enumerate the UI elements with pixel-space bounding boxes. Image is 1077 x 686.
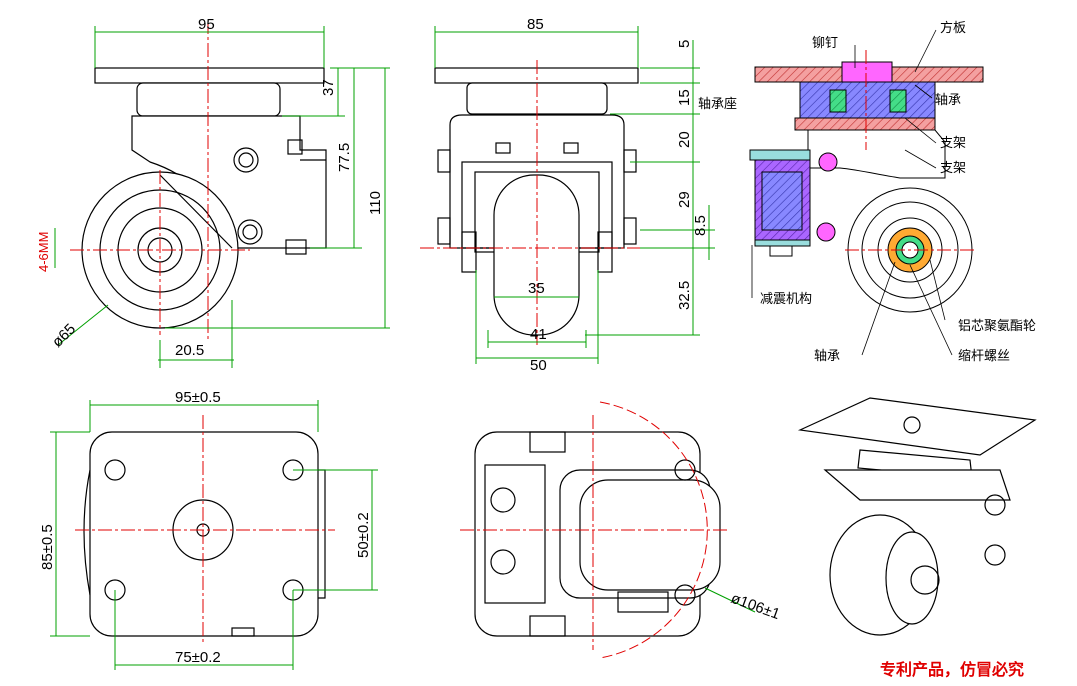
top-hole-spacing-x-dim: 75±0.2 bbox=[175, 649, 221, 666]
label-bearing-bottom: 轴承 bbox=[814, 349, 840, 364]
front-side-note: 4-6MM bbox=[36, 232, 51, 272]
section-centerlines bbox=[845, 50, 975, 251]
patent-notice: 专利产品，仿冒必究 bbox=[880, 660, 1025, 679]
front-height-77-5-dim: 77.5 bbox=[336, 143, 353, 172]
label-bracket-2: 支架 bbox=[940, 161, 966, 176]
side-dim-20: 20 bbox=[676, 131, 693, 148]
side-dim-41: 41 bbox=[530, 326, 547, 343]
label-bracket-1: 支架 bbox=[940, 136, 966, 151]
top-hole-spacing-y-dim: 50±0.2 bbox=[355, 512, 372, 558]
front-height-110-dim: 110 bbox=[367, 191, 384, 215]
label-bearing-seat: 轴承座 bbox=[698, 97, 737, 112]
swivel-radius-dim: ø106±1 bbox=[729, 590, 783, 623]
side-dim-5: 5 bbox=[676, 40, 693, 48]
label-shock-mechanism: 减震机构 bbox=[760, 292, 812, 307]
top-view bbox=[83, 431, 326, 637]
swivel-radius-arc bbox=[599, 401, 708, 659]
side-dim-29: 29 bbox=[676, 191, 693, 208]
bottom-view bbox=[474, 431, 721, 637]
front-wheel-dia-dim: ø65 bbox=[49, 321, 79, 351]
front-view-centerlines bbox=[70, 20, 250, 340]
label-rivet: 铆钉 bbox=[812, 36, 838, 51]
side-dim-35: 35 bbox=[528, 280, 545, 297]
front-width-dim: 95 bbox=[198, 16, 215, 33]
front-height-37-dim: 37 bbox=[320, 79, 337, 96]
front-view-dimensions bbox=[54, 26, 390, 368]
side-dim-32-5: 32.5 bbox=[676, 281, 693, 310]
label-axle-bolt: 缩杆螺丝 bbox=[958, 348, 1010, 364]
side-dim-15: 15 bbox=[676, 89, 693, 106]
top-width-dim: 95±0.5 bbox=[175, 389, 221, 406]
section-leaders bbox=[751, 29, 953, 356]
top-view-dimensions bbox=[50, 400, 378, 670]
top-depth-dim: 85±0.5 bbox=[39, 524, 56, 570]
side-width-dim: 85 bbox=[527, 16, 544, 33]
top-view-centerlines bbox=[75, 415, 335, 645]
side-dim-50: 50 bbox=[530, 357, 547, 374]
label-aluminum-pu-wheel: 铝芯聚氨酯轮 bbox=[958, 319, 1036, 334]
label-bearing-top: 轴承 bbox=[935, 93, 961, 108]
isometric-view bbox=[797, 397, 1037, 636]
front-offset-dim: 20.5 bbox=[175, 342, 204, 359]
label-plate: 方板 bbox=[940, 20, 966, 36]
bottom-view-centerlines bbox=[460, 415, 730, 650]
side-view-dimensions bbox=[434, 26, 715, 364]
side-dim-8-5: 8.5 bbox=[692, 215, 709, 236]
front-view bbox=[81, 67, 327, 329]
